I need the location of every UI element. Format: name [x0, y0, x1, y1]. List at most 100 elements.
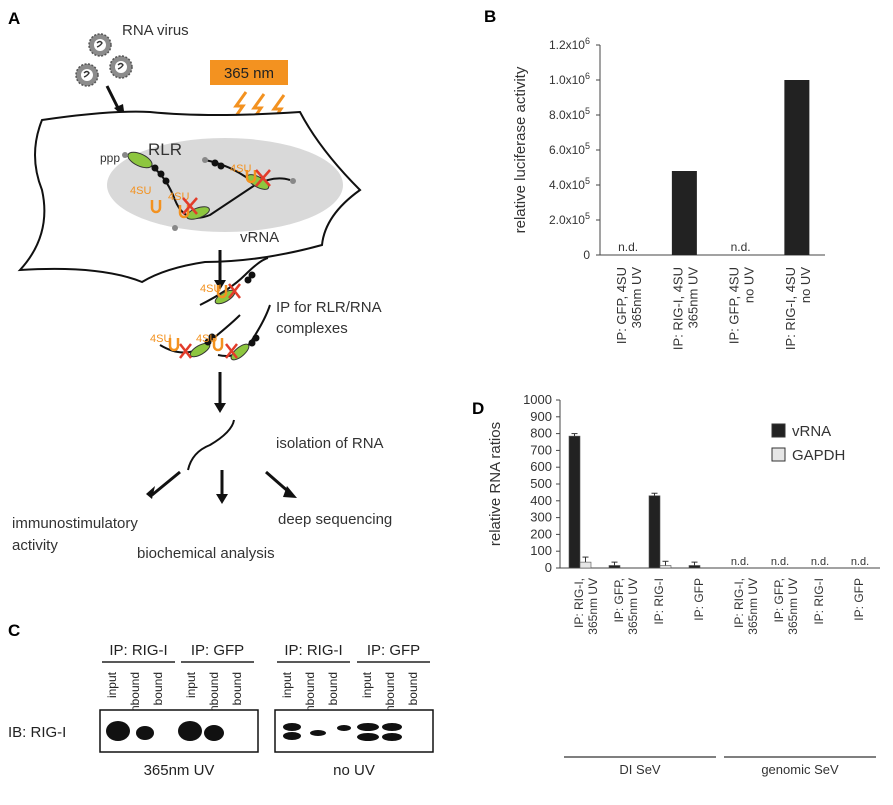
y-tick-exponent: 5	[585, 106, 590, 116]
x-category-label-line: IP: RIG-I	[812, 578, 826, 625]
virus-particle-icon	[88, 33, 112, 57]
ip-label-line1: IP for RLR/RNA	[276, 299, 382, 316]
lane-label: bound	[230, 672, 244, 705]
y-tick-label: 300	[530, 510, 552, 525]
card-domain-icon	[217, 162, 225, 170]
ip-group-label: IP: GFP	[367, 642, 420, 659]
y-tick-mantissa: 1.2x10	[549, 38, 585, 52]
lane-label: bound	[326, 672, 340, 705]
x-category-label-line: IP: GFP	[692, 578, 706, 621]
panel-a-letter: A	[8, 9, 20, 28]
lane-label: input	[184, 671, 198, 698]
y-tick-mantissa: 8.0x10	[549, 108, 585, 122]
4su-label: 4SU	[150, 333, 171, 345]
y-tick-label: 1.2x106	[549, 36, 590, 52]
ip-group-label: IP: RIG-I	[284, 642, 342, 659]
x-category-label-line: 365nm UV	[746, 578, 760, 635]
uv-label: 365 nm	[224, 65, 274, 82]
card-domain-icon	[162, 177, 170, 185]
4su-label: 4SU	[130, 185, 151, 197]
y-tick-label: 0	[545, 560, 552, 575]
x-category-label-line: no UV	[742, 267, 757, 303]
lane-label: unbound	[383, 672, 397, 719]
arrowhead-icon	[214, 280, 226, 290]
immuno-label-line2: activity	[12, 537, 58, 554]
arrowhead-icon	[214, 403, 226, 413]
bar-gapdh	[579, 561, 592, 569]
virus-particle-icon	[109, 55, 133, 79]
x-category-label-line: IP: GFP, 4SU	[727, 267, 742, 344]
lane-label: input	[280, 671, 294, 698]
biochem-label: biochemical analysis	[137, 545, 275, 562]
panel-b-letter: B	[484, 7, 496, 26]
y-tick-exponent: 5	[585, 211, 590, 221]
branch-arrow	[151, 470, 181, 497]
x-category-label-line: 365nm UV	[685, 267, 700, 329]
y-tick-label: 800	[530, 426, 552, 441]
y-tick-label: 2.0x105	[549, 211, 590, 227]
bar-label: n.d.	[731, 240, 751, 254]
arrowhead-icon	[216, 494, 228, 504]
group-label: DI SeV	[619, 762, 661, 777]
card-domain-icon	[157, 170, 165, 178]
card-domain-icon	[151, 164, 159, 172]
panel-a: A RNA virus 365 nm	[8, 9, 392, 562]
ppp-label: ppp	[100, 151, 120, 165]
y-tick-exponent: 6	[585, 36, 590, 46]
panel-b: B 02.0x1054.0x1056.0x1058.0x1051.0x1061.…	[484, 7, 825, 350]
x-category-label-line: IP: RIG-I, 4SU	[783, 267, 798, 350]
y-tick-mantissa: 1.0x10	[549, 73, 585, 87]
bar-label: n.d.	[851, 556, 869, 568]
blot-frame	[274, 709, 434, 753]
protein-band	[337, 725, 351, 731]
4su-label: 4SU	[196, 333, 217, 345]
y-tick-exponent: 5	[585, 176, 590, 186]
y-tick-label: 1.0x106	[549, 71, 590, 87]
x-category-label: IP: GFP	[692, 578, 706, 621]
4su-label: 4SU	[200, 283, 221, 295]
y-tick-label: 700	[530, 442, 552, 457]
arrowhead-icon	[146, 486, 155, 499]
group-label: genomic SeV	[761, 762, 839, 777]
vrna-label: vRNA	[240, 229, 279, 246]
lane-label: bound	[151, 672, 165, 705]
bar-label: n.d.	[618, 240, 638, 254]
lane-label: bound	[406, 672, 420, 705]
bar	[671, 171, 697, 255]
ip-complexes	[159, 257, 271, 361]
crosslink-u-icon	[150, 200, 162, 214]
bar-vrna	[648, 495, 661, 569]
nucleus-region	[107, 138, 343, 232]
ip-group-label: IP: RIG-I	[109, 642, 167, 659]
y-tick-label: 4.0x105	[549, 176, 590, 192]
y-tick-label: 900	[530, 409, 552, 424]
y-axis-label: relative RNA ratios	[487, 422, 504, 546]
y-tick-exponent: 5	[585, 141, 590, 151]
x-category-label-line: IP: GFP, 4SU	[614, 267, 629, 344]
bar-vrna	[568, 435, 581, 569]
y-tick-label: 1000	[523, 392, 552, 407]
rlr-protein-icon	[127, 151, 153, 169]
ip-label-line2: complexes	[276, 320, 348, 337]
protein-band	[357, 733, 379, 741]
rlr-label: RLR	[148, 140, 182, 159]
lane-label: input	[105, 671, 119, 698]
x-category-label: IP: GFP, 4SU365nm UV	[614, 267, 644, 344]
bar-label: n.d.	[811, 556, 829, 568]
y-tick-label: 500	[530, 476, 552, 491]
panel-d-letter: D	[472, 399, 484, 418]
y-tick-label: 0	[583, 248, 590, 262]
x-category-label: IP: RIG-I, 4SU365nm UV	[670, 267, 700, 350]
bar-label: n.d.	[771, 556, 789, 568]
y-tick-label: 8.0x105	[549, 106, 590, 122]
x-category-label-line: IP: GFP,	[612, 578, 626, 622]
x-category-label: IP: RIG-I,365nm UV	[572, 578, 600, 635]
x-category-label: IP: RIG-I,365nm UV	[732, 578, 760, 635]
protein-band	[382, 723, 402, 731]
legend-label: GAPDH	[792, 447, 845, 464]
x-category-label-line: IP: RIG-I, 4SU	[670, 267, 685, 350]
lane-label: unbound	[303, 672, 317, 719]
